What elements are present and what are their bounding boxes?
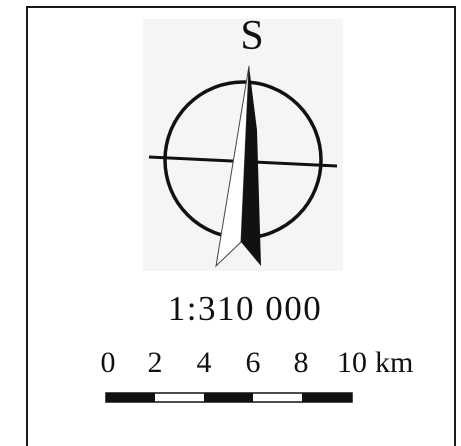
- scale-tick-6: 6: [245, 346, 261, 379]
- scale-bar: [105, 392, 353, 403]
- scale-tick-2: 2: [147, 346, 163, 379]
- compass-rose-icon: [148, 65, 338, 268]
- map-frame: [26, 6, 456, 446]
- scale-tick-8: 8: [293, 346, 309, 379]
- scale-tick-4: 4: [196, 346, 212, 379]
- scale-segment-3: [204, 393, 253, 402]
- scale-ratio: 1:310 000: [167, 289, 323, 328]
- scale-unit: km: [375, 346, 414, 379]
- scale-segment-1: [106, 393, 155, 402]
- scale-tick-0: 0: [100, 346, 116, 379]
- scale-tick-10: 10: [337, 346, 367, 379]
- scale-segment-5: [302, 393, 352, 402]
- needle-dark-half: [241, 66, 261, 266]
- direction-label: S: [240, 13, 264, 59]
